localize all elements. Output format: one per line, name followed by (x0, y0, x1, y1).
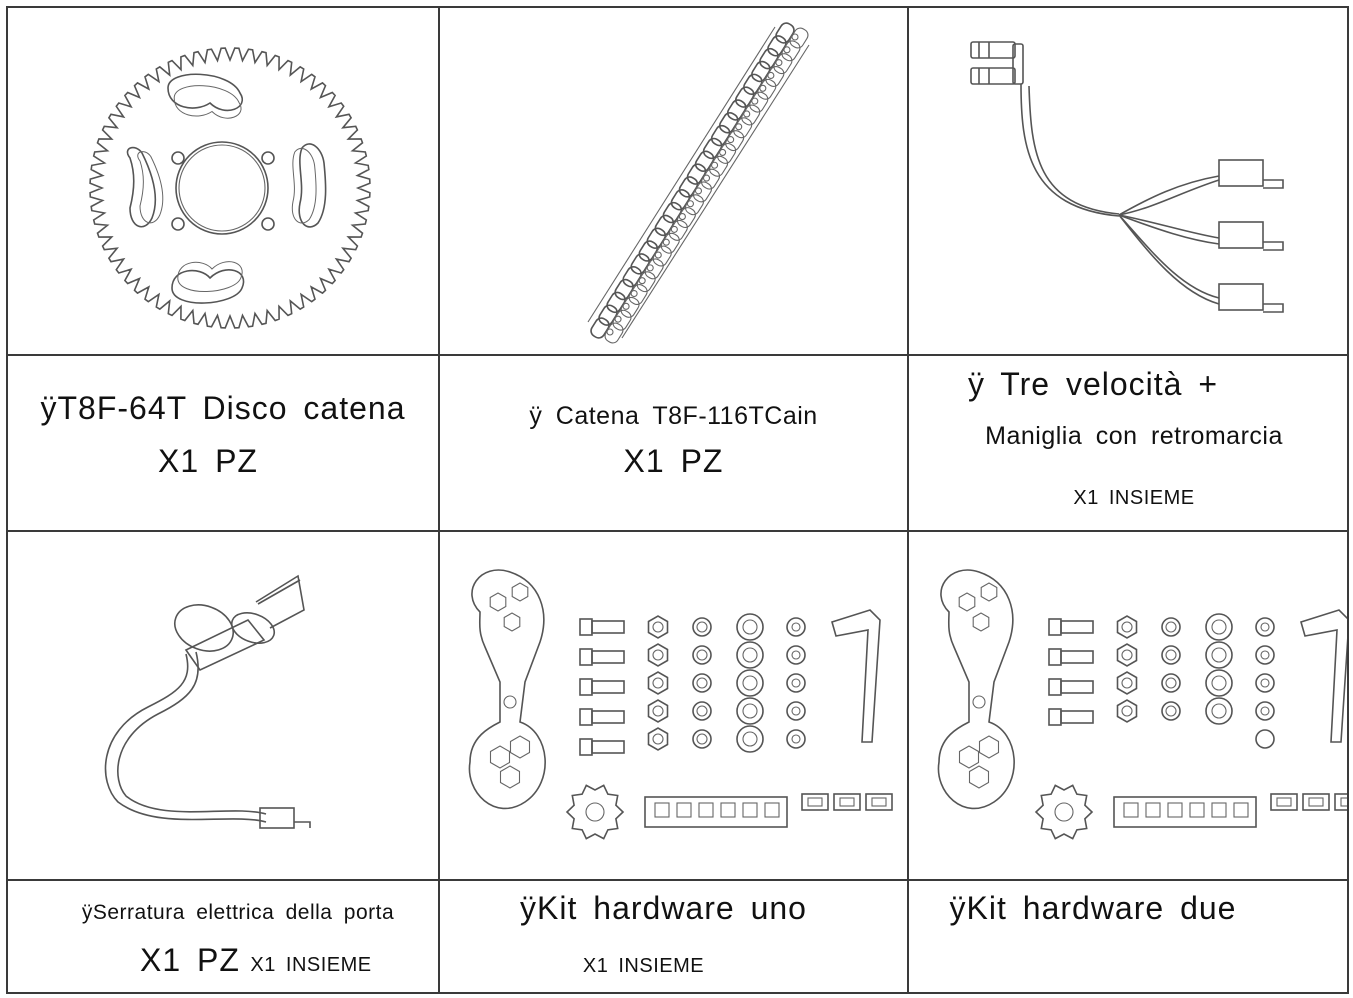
item-name: ÿKit hardware due (949, 890, 1237, 926)
item-name-line2: Maniglia con retromarcia (985, 422, 1283, 450)
item-name: ÿ Tre velocità + (967, 366, 1219, 402)
item-quantity: X1 PZ (158, 443, 258, 479)
item-quantity: X1 INSIEME (582, 955, 705, 977)
electric-lock-icon (104, 574, 311, 829)
item-quantity-secondary: X1 INSIEME (250, 954, 372, 976)
row-divider (6, 879, 1349, 881)
sprocket-image-cell (8, 8, 438, 354)
throttle-image-cell (909, 8, 1347, 354)
item-name: ÿT8F-64T Disco catena (40, 390, 406, 426)
lock-image-cell (8, 532, 438, 879)
row-divider (6, 530, 1349, 532)
parts-table (6, 6, 1349, 994)
hardware-kit-icon (937, 569, 1347, 840)
hardware-kit-two-image-cell (909, 532, 1347, 879)
item-quantity-group: X1 PZ X1 INSIEME (140, 942, 372, 979)
hardware-kit-icon (468, 569, 893, 840)
item-name: ÿSerratura elettrica della porta (81, 901, 395, 924)
item-quantity: X1 INSIEME (1073, 487, 1195, 509)
item-name: ÿKit hardware uno (520, 890, 807, 926)
chain-image-cell (440, 8, 907, 354)
item-name: ÿ Catena T8F-116TCain (529, 402, 818, 430)
throttle-handle-icon (970, 41, 1284, 313)
column-divider (907, 6, 909, 994)
column-divider (438, 6, 440, 994)
item-quantity: X1 PZ (623, 443, 724, 479)
sprocket-icon (89, 47, 371, 329)
chain-icon (587, 22, 810, 344)
row-divider (6, 354, 1349, 356)
hardware-kit-one-image-cell (440, 532, 907, 879)
item-quantity: X1 PZ (140, 942, 240, 978)
